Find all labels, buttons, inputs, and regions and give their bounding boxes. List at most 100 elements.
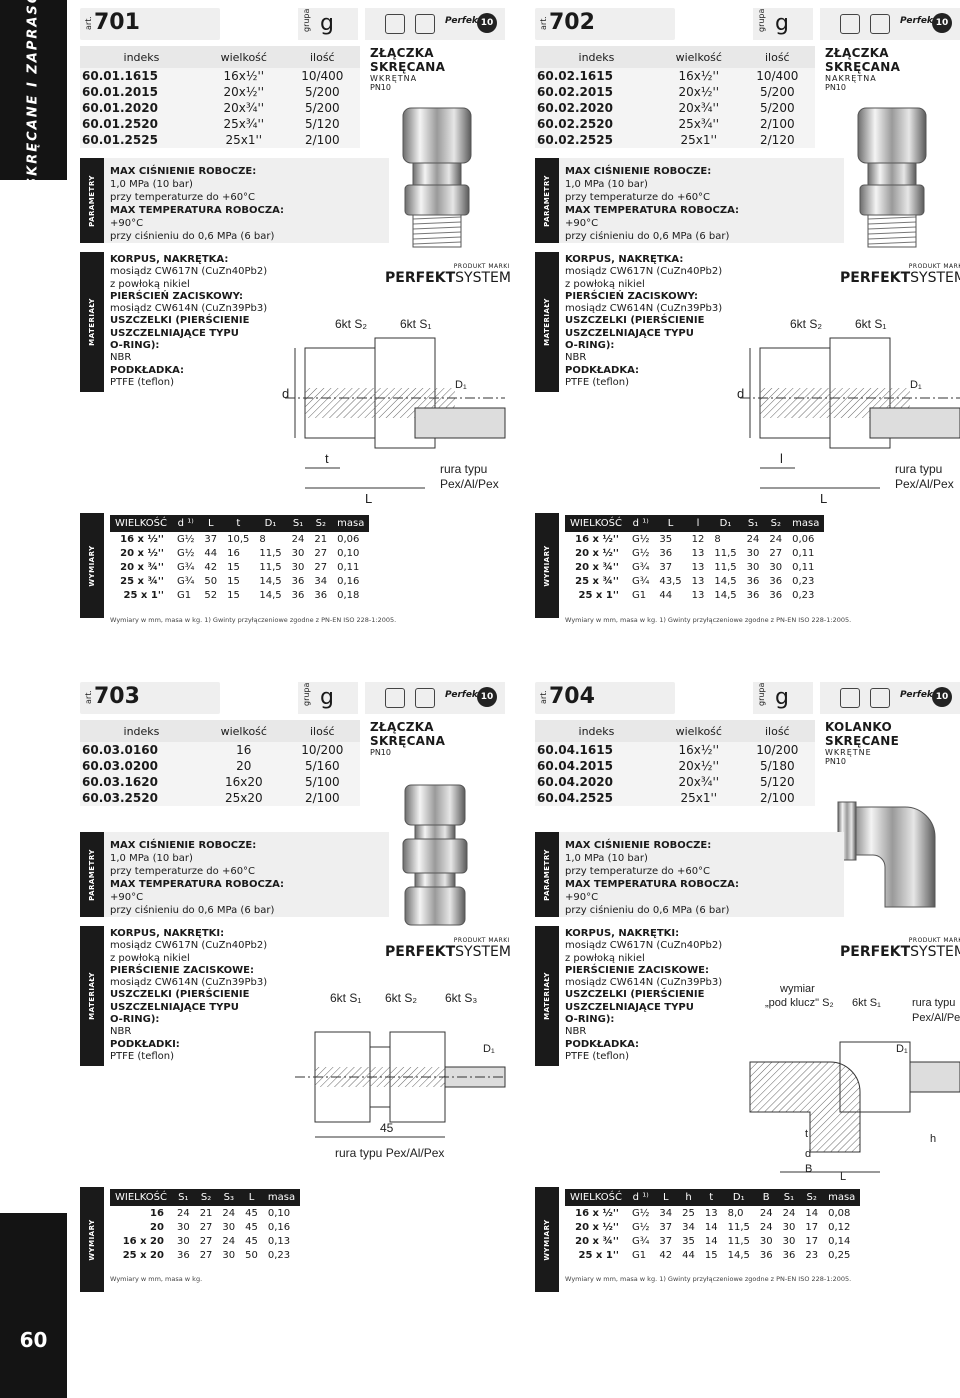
- wymiary-text: WYMIARY: [88, 544, 96, 587]
- dimensions-cell: G½: [631, 533, 650, 545]
- drawing-label: h: [930, 1133, 936, 1145]
- materialy-label: MATERIAŁY: [80, 926, 104, 1066]
- index-header-cell: ilość: [284, 720, 360, 742]
- quantity-value: 5/180: [739, 758, 815, 774]
- size-value: 20: [202, 758, 285, 774]
- drawing-label: 6kt S₁: [330, 991, 361, 1005]
- grupa-value: g: [320, 11, 334, 36]
- dimensions-header-cell: S₂: [764, 515, 788, 532]
- materialy-label: MATERIAŁY: [535, 252, 559, 392]
- brand-name: PERFEKTSYSTEM: [840, 270, 960, 286]
- dimensions-cell: 27: [314, 547, 328, 559]
- dimensions-cell: 36: [746, 589, 760, 601]
- size-value: 25x¾'': [202, 116, 285, 132]
- wymiary-text: WYMIARY: [543, 544, 551, 587]
- drawing-label: Pex/Al/Pex: [895, 477, 954, 491]
- size-value: 20x½'': [657, 84, 740, 100]
- dimensions-header-cell: S₁: [171, 1189, 195, 1206]
- parametry-label: PARAMETRY: [80, 158, 104, 243]
- dimensions-note: Wymiary w mm, masa w kg. 1) Gwinty przył…: [110, 616, 397, 624]
- dimensions-cell: G½: [631, 547, 650, 559]
- dimensions-header-cell: WIELKOŚĆ: [110, 1189, 172, 1206]
- quantity-value: 2/120: [739, 132, 815, 148]
- index-code: 60.04.1615: [535, 742, 658, 758]
- grupa-label: grupa: [757, 682, 766, 706]
- parameter-line: +90°C: [110, 892, 144, 903]
- dimensions-cell: 20 x ½'': [575, 1221, 619, 1233]
- index-header-cell: indeks: [535, 720, 658, 742]
- brand-name-rest: SYSTEM: [910, 944, 960, 960]
- materials-text: KORPUS, NAKRĘTKA:mosiądz CW617N (CuZn40P…: [110, 254, 270, 389]
- material-line: USZCZELKI (PIERŚCIENIE: [565, 315, 705, 327]
- drawing-label: 6kt S₂: [790, 317, 822, 331]
- dimensions-cell: 20 x ½'': [575, 547, 619, 559]
- parameter-line: MAX TEMPERATURA ROBOCZA:: [110, 205, 285, 216]
- drawing-label: d: [282, 386, 289, 401]
- parametry-label: PARAMETRY: [535, 832, 559, 917]
- dimensions-cell: 36: [746, 575, 760, 587]
- dimensions-header-cell: S₂: [309, 515, 333, 532]
- article-number: 701: [94, 10, 140, 35]
- parameter-line: przy temperaturze do +60°C: [565, 866, 711, 877]
- index-code: 60.01.2015: [80, 84, 203, 100]
- quantity-value: 10/400: [739, 68, 815, 84]
- parameter-line: przy ciśnieniu do 0,6 MPa (6 bar): [110, 905, 275, 916]
- article-header: art.702: [535, 8, 675, 40]
- product-subtitle: WKRĘTNE: [825, 748, 872, 757]
- dimensions-cell: 0,11: [792, 561, 815, 573]
- material-line: KORPUS, NAKRĘTKI:: [565, 928, 680, 939]
- parametry-background: [104, 832, 389, 917]
- page-number-strip: [0, 1213, 67, 1398]
- drawing-label: rura typu: [440, 462, 487, 476]
- drawing-label: Pex/Al/Pex: [440, 477, 499, 491]
- material-line: USZCZELNIAJĄCE TYPU: [565, 327, 694, 339]
- material-line: mosiądz CW614N (CuZn39Pb3): [565, 977, 723, 989]
- drawing-label: 45: [380, 1121, 394, 1135]
- brand-name: PERFEKTSYSTEM: [385, 270, 511, 286]
- pressure-class: PN10: [825, 83, 846, 92]
- warranty-10-icon: 10: [932, 13, 952, 33]
- dimensions-cell: 24: [759, 1207, 773, 1219]
- dimensions-cell: 13: [691, 575, 705, 587]
- parameter-line: 1,0 MPa (10 bar): [110, 853, 193, 864]
- material-line: NBR: [565, 352, 587, 364]
- dimensions-cell: 8: [259, 533, 266, 545]
- size-value: 20x½'': [202, 84, 285, 100]
- perfekt-logo: Perfekt: [445, 690, 483, 700]
- perfekt-logo: Perfekt: [445, 16, 483, 26]
- parameter-line: 1,0 MPa (10 bar): [110, 179, 193, 190]
- parameter-line: przy temperaturze do +60°C: [110, 866, 256, 877]
- dimensions-cell: 37: [659, 1235, 673, 1247]
- size-value: 20x¾'': [202, 100, 285, 116]
- art-label: art.: [539, 690, 548, 704]
- product-title: ZŁĄCZKA SKRĘCANA: [370, 46, 446, 74]
- dimensions-cell: 8,0: [727, 1207, 744, 1219]
- dimensions-cell: 15: [227, 561, 240, 573]
- dimensions-header-cell: D₁: [254, 515, 287, 532]
- brand-name-rest: SYSTEM: [455, 270, 511, 286]
